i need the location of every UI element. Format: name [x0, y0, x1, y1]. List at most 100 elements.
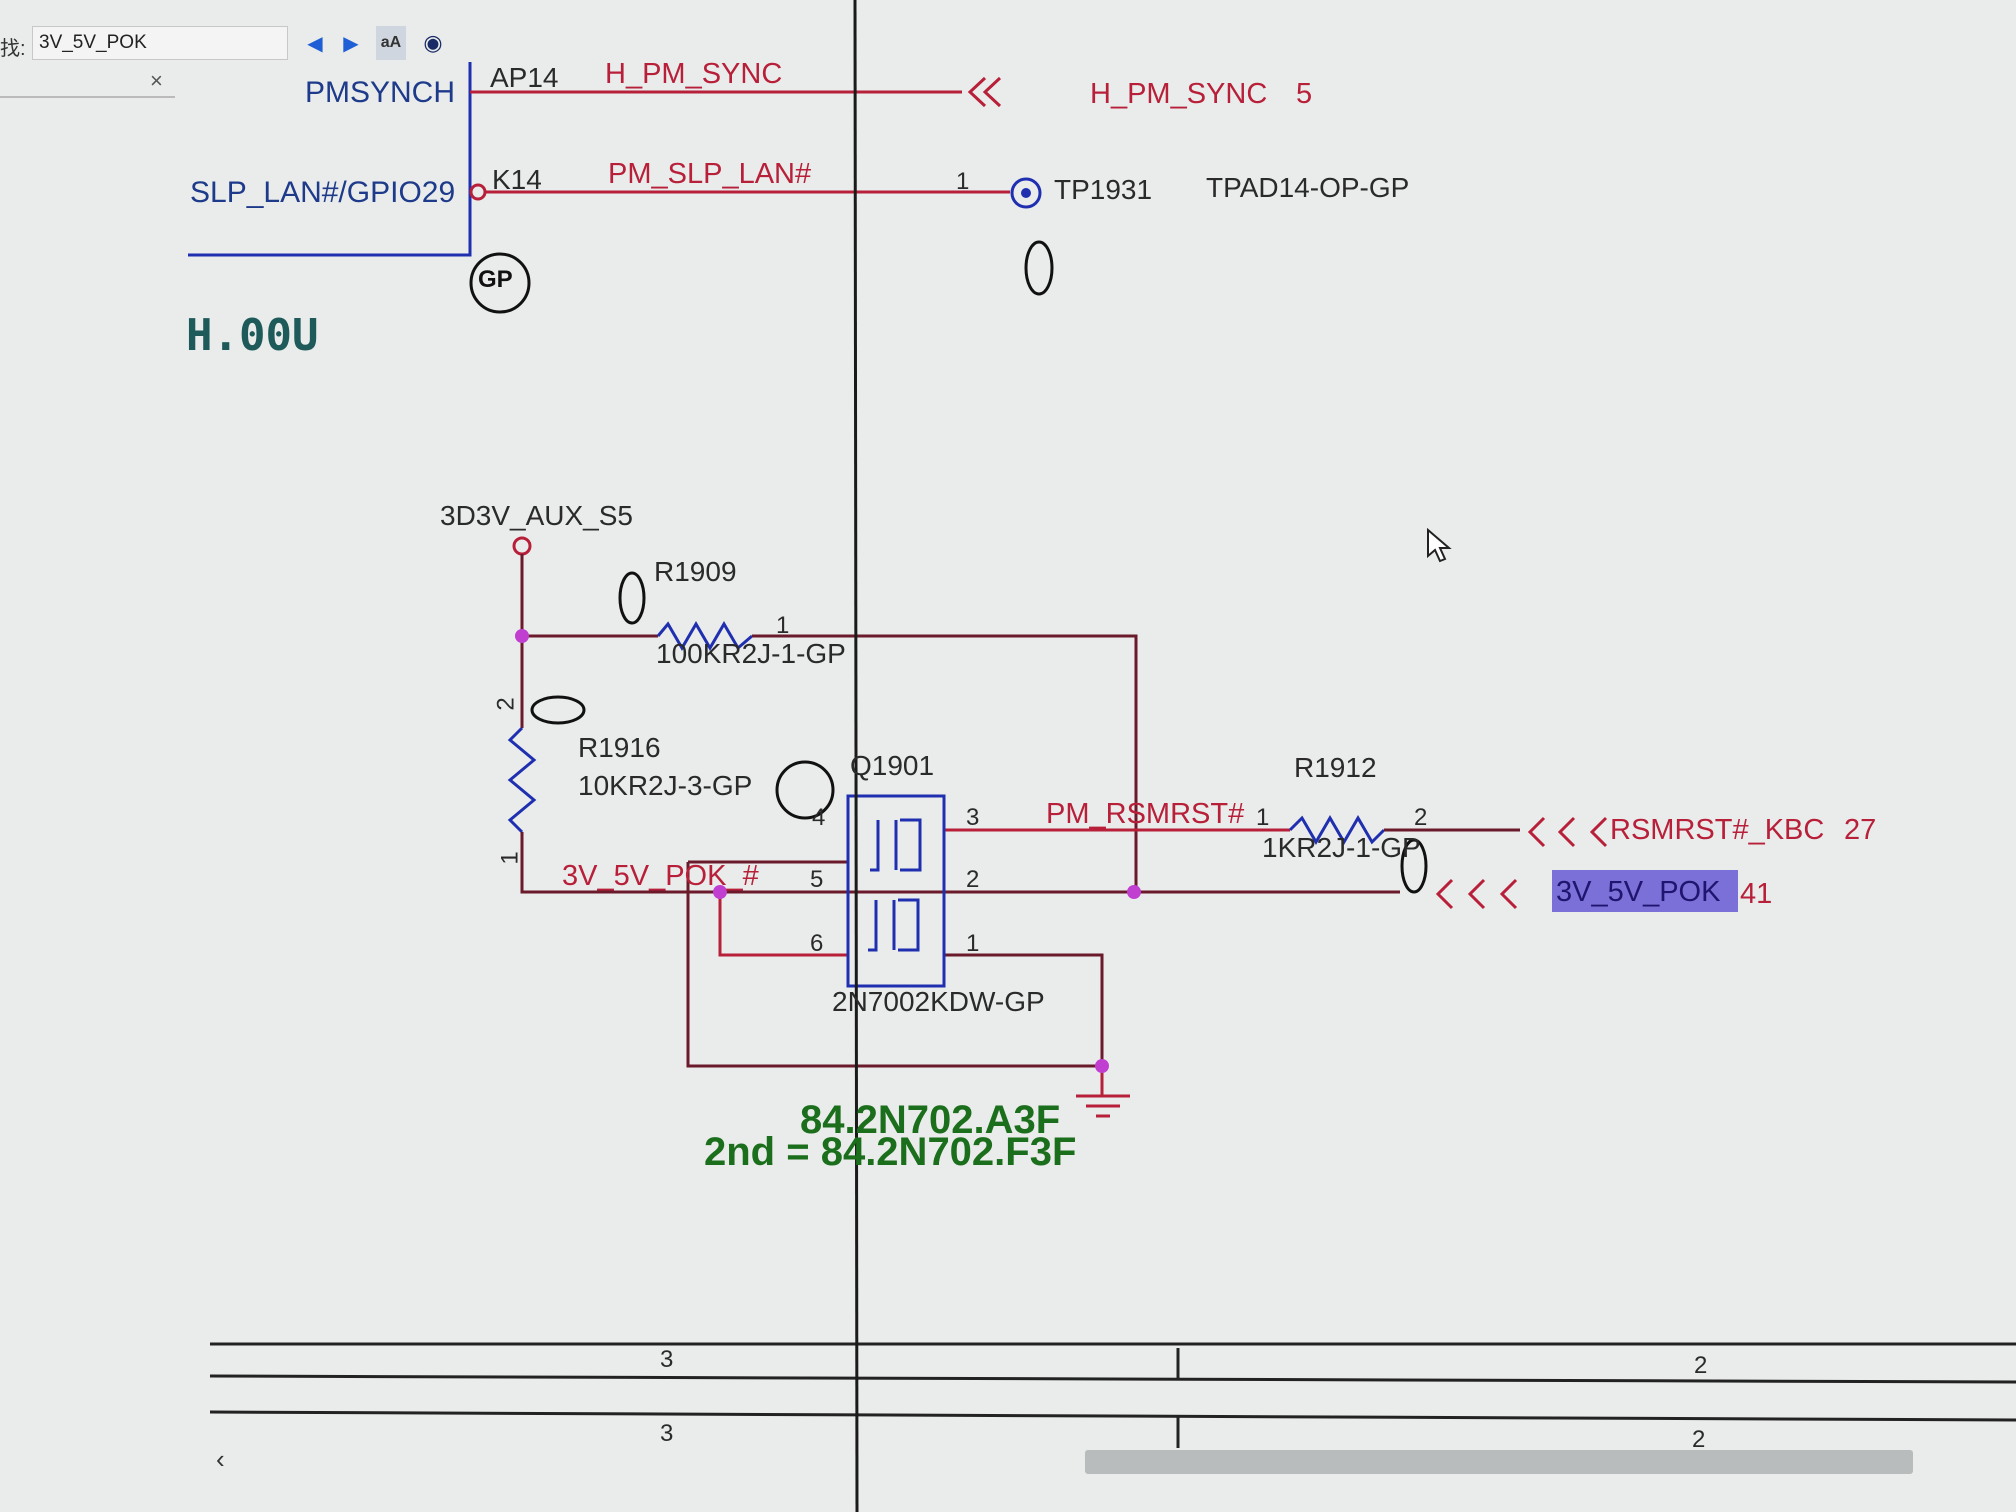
net-label-pm-rsmrst[interactable]: PM_RSMRST# [1046, 798, 1245, 830]
r1912-pin2: 2 [1414, 804, 1428, 831]
scroll-left-arrow[interactable]: ‹ [216, 1444, 225, 1474]
pin-bubble-k14 [469, 183, 487, 201]
junction-dot [713, 885, 727, 899]
r1916-value: 10KR2J-3-GP [578, 770, 753, 801]
wire-r1916-bottom [520, 832, 848, 894]
ground-symbol [1076, 1066, 1130, 1118]
offpage-arrow-rsmrst [1527, 816, 1546, 848]
part-number-label: 84.2N702.A3F [800, 1098, 1061, 1142]
r1909-refdes[interactable]: R1909 [654, 556, 737, 587]
q1901-pin5: 5 [810, 866, 824, 893]
gp-marker-2 [775, 760, 835, 820]
power-rail-3d3v-aux [512, 536, 532, 556]
offpage-arrow-h-pm-sync-2 [982, 76, 1002, 108]
offpage-arrow-h-pm-sync [967, 76, 987, 108]
offpage-label-rsmrst-kbc[interactable]: RSMRST#_KBC [1610, 814, 1825, 846]
wire-r1909-right [752, 634, 1138, 892]
q1901-pin6: 6 [810, 930, 824, 957]
resistor-r1909 [656, 621, 753, 651]
find-all-button[interactable]: ◉ [418, 26, 448, 60]
q1901-pin1: 1 [966, 930, 980, 957]
pin-number-ap14: AP14 [490, 62, 559, 93]
net-label-pm-slp-lan[interactable]: PM_SLP_LAN# [608, 158, 812, 190]
panel-divider [0, 96, 175, 98]
binoculars-icon: ◉ [423, 30, 443, 55]
find-next-button[interactable]: ▶ [336, 26, 366, 60]
match-case-icon: aA [380, 34, 402, 51]
power-rail-label[interactable]: 3D3V_AUX_S5 [440, 500, 634, 531]
q1901-pin3: 3 [966, 804, 980, 831]
offpage-arrow-pok [1435, 878, 1454, 910]
offpage-arrow-pok-3 [1499, 878, 1518, 910]
offpage-page-h-pm-sync: 5 [1296, 78, 1313, 110]
offpage-arrow-pok-2 [1467, 878, 1486, 910]
zone-number: 3 [660, 1346, 674, 1373]
q1901-pin2: 2 [966, 866, 980, 893]
r1909-pin1: 1 [776, 612, 790, 639]
offpage-label-3v-5v-pok[interactable]: 3V_5V_POK [1556, 876, 1721, 908]
title-block-line [209, 1410, 2016, 1422]
offpage-arrow-rsmrst-2 [1557, 816, 1576, 848]
tp-refdes[interactable]: TP1931 [1054, 174, 1153, 205]
r1916-refdes[interactable]: R1916 [578, 732, 661, 763]
search-match-highlight [1552, 870, 1738, 912]
wire-gnd-loop [686, 862, 1102, 1068]
second-source-label: 2nd = 84.2N702.F3F [704, 1130, 1077, 1174]
gp-marker-3 [530, 695, 586, 725]
pin-label-slp-lan: SLP_LAN#/GPIO29 [190, 176, 456, 209]
sheet-code: H.00U [186, 310, 319, 361]
junction-dot [1095, 1059, 1109, 1073]
tp-pin-number: 1 [956, 168, 970, 195]
offpage-arrow-rsmrst-3 [1589, 816, 1608, 848]
zone-number: 3 [660, 1420, 674, 1447]
resistor-r1912 [1288, 815, 1386, 845]
zone-number: 2 [1692, 1426, 1706, 1453]
resistor-r1916 [507, 726, 537, 834]
zone-number: 2 [1694, 1352, 1708, 1379]
pin-number-k14: K14 [492, 164, 542, 195]
r1912-pin1: 1 [1256, 804, 1270, 831]
pin-label-pmsynch: PMSYNCH [305, 76, 456, 109]
test-pad-tp1931 [1010, 177, 1042, 209]
r1912-value: 1KR2J-1-GP [1262, 832, 1421, 863]
offpage-label-h-pm-sync[interactable]: H_PM_SYNC [1090, 78, 1268, 110]
tp-part-number: TPAD14-OP-GP [1206, 172, 1410, 203]
gp-marker [469, 252, 531, 314]
q1901-part-number: 2N7002KDW-GP [832, 986, 1045, 1017]
wire-q-pin1 [945, 953, 1104, 1066]
crosshair-line [853, 0, 859, 1512]
r1909-value: 100KR2J-1-GP [656, 638, 846, 669]
q1901-pin4: 4 [812, 804, 826, 831]
mosfet-internals [868, 818, 922, 952]
q1901-refdes[interactable]: Q1901 [850, 750, 935, 781]
test-pad-center [1021, 188, 1031, 198]
net-label-h-pm-sync[interactable]: H_PM_SYNC [605, 58, 783, 90]
arrow-left-icon: ◀ [307, 32, 323, 55]
junction-dot [515, 629, 529, 643]
wire-pok-loop [718, 892, 848, 957]
find-previous-button[interactable]: ◀ [300, 26, 330, 60]
find-toolbar: 找: ◀ ▶ aA ◉ [0, 20, 470, 70]
horizontal-scrollbar-thumb[interactable] [1085, 1450, 1913, 1474]
mouse-pointer-icon [1427, 528, 1452, 563]
arrow-right-icon: ▶ [343, 32, 359, 55]
junction-dot [1127, 885, 1141, 899]
find-input[interactable] [32, 26, 288, 60]
close-find-button[interactable]: × [150, 68, 163, 93]
match-case-button[interactable]: aA [376, 26, 406, 60]
gp-mark-text: GP [478, 266, 513, 293]
title-block-line [209, 1374, 2016, 1384]
find-label: 找: [0, 38, 26, 60]
mosfet-q1901[interactable] [846, 794, 946, 988]
offpage-page-rsmrst-kbc: 27 [1844, 814, 1877, 846]
r1916-pin2: 2 [492, 697, 520, 711]
r1912-refdes[interactable]: R1912 [1294, 752, 1377, 783]
r1916-pin1: 1 [496, 851, 524, 865]
gp-marker-5 [618, 571, 646, 625]
offpage-page-3v-5v-pok: 41 [1740, 878, 1773, 910]
ic-body-outline [188, 62, 472, 257]
gp-marker-6 [1400, 838, 1428, 894]
net-label-3v-5v-pok-local[interactable]: 3V_5V_POK_# [562, 860, 759, 892]
gp-marker-4 [1024, 240, 1054, 296]
